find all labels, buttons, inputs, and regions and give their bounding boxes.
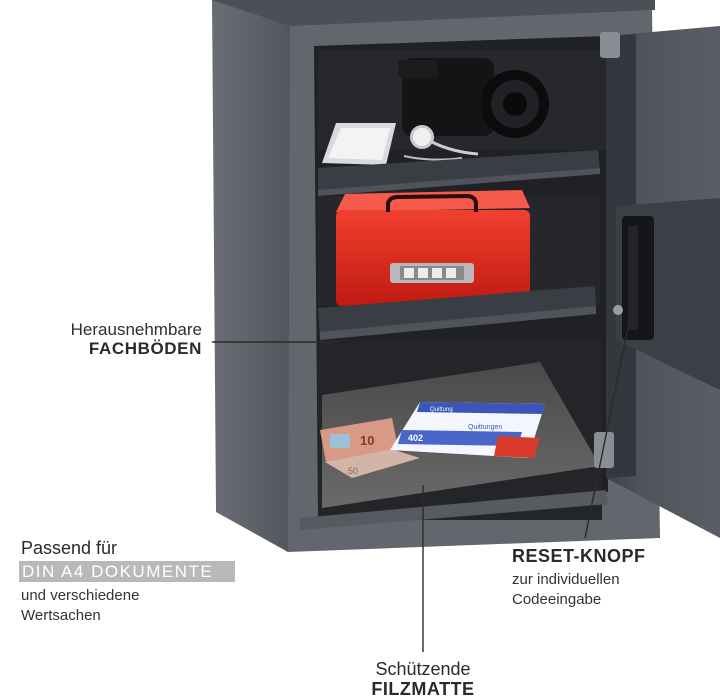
callout-shelves: Herausnehmbare FACHBÖDEN [16, 320, 202, 358]
receipt-number: 402 [408, 433, 423, 443]
callout-felt-line1: Schützende [375, 659, 471, 679]
top-compartment [318, 50, 606, 165]
camera [398, 58, 549, 138]
callout-reset: RESET-KNOPF zur individuellen Codeeingab… [512, 546, 646, 609]
receipt-title: Quittungen [468, 424, 502, 431]
callout-reset-line3: Codeeingabe [512, 590, 602, 608]
reset-button [613, 305, 623, 315]
callout-documents-banner: DIN A4 DOKUMENTE [19, 561, 236, 583]
callout-shelves-line2: FACHBÖDEN [88, 339, 202, 359]
callout-felt-line2: FILZMATTE [371, 679, 475, 699]
callout-documents-line4: Wertsachen [21, 606, 101, 624]
callout-felt: Schützende FILZMATTE [333, 659, 513, 699]
callout-shelves-line1: Herausnehmbare [70, 320, 202, 339]
shelf-upper [318, 150, 600, 194]
receipt-booklet: Quittung Quittungen 402 [390, 402, 545, 458]
banknote-value-10: 10 [360, 433, 374, 448]
callout-documents-line1: Passend für [21, 538, 118, 558]
banknote-value-50: 50 [348, 466, 358, 476]
callout-reset-line2: zur individuellen [512, 571, 620, 589]
smartphone [322, 123, 396, 165]
cash-box [336, 190, 530, 306]
callout-documents-line3: und verschiedene [21, 587, 140, 605]
leader-reset [584, 317, 631, 539]
callout-reset-line1: RESET-KNOPF [512, 546, 646, 566]
receipt-header: Quittung [430, 407, 453, 413]
shelf-lower [318, 286, 596, 338]
watch-chain [403, 125, 479, 161]
callout-documents: Passend für DIN A4 DOKUMENTE und verschi… [19, 538, 236, 625]
banknotes: 10 50 [320, 418, 420, 478]
leader-lines [212, 317, 631, 652]
safe-door [594, 26, 720, 538]
